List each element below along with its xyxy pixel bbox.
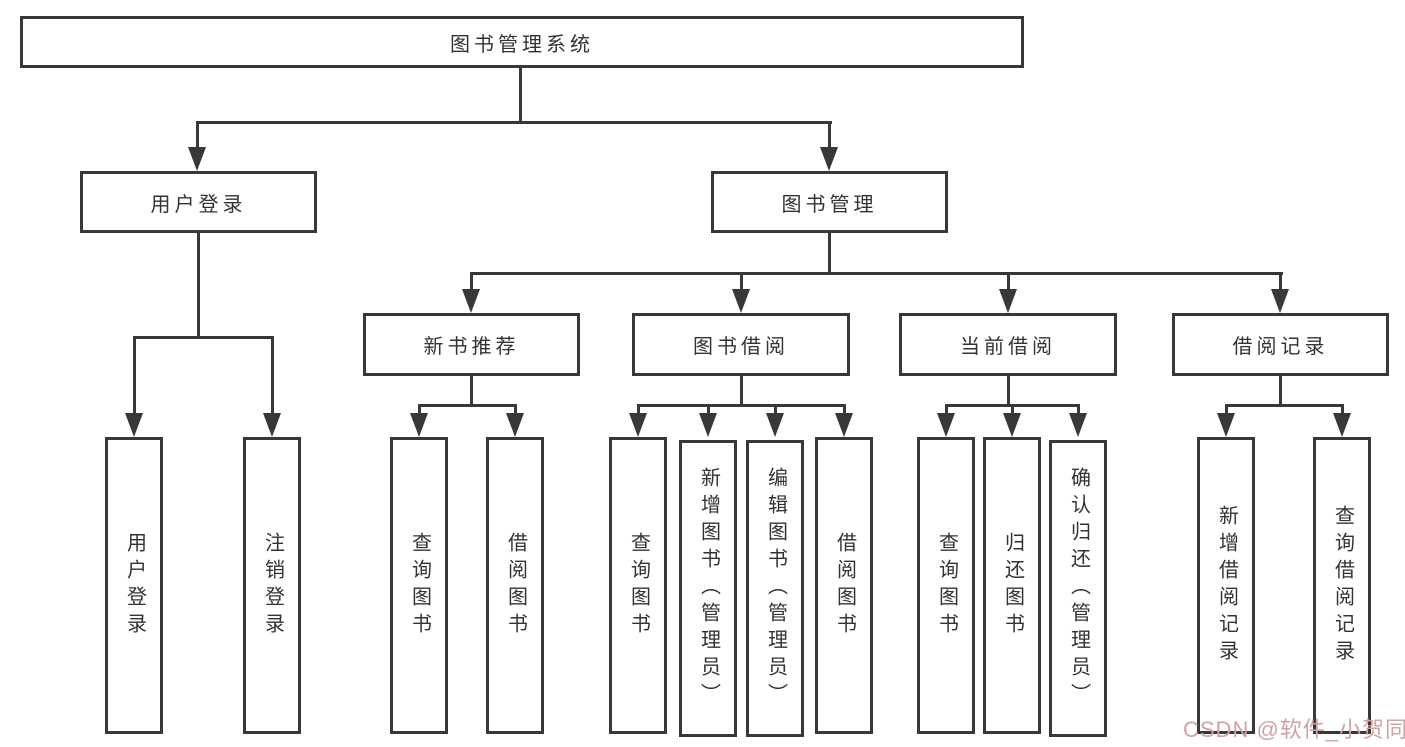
node-leaf-bb-borrow-books-label: 借阅图书	[833, 531, 856, 640]
node-leaf-br-query-record-label: 查询借阅记录	[1331, 504, 1354, 667]
connector-drop-borrow-records	[1279, 272, 1282, 292]
node-leaf-cb-confirm-return-admin-label: 确认归还（管理员）	[1067, 467, 1090, 710]
node-leaf-nbr-query-books-label: 查询图书	[408, 531, 431, 640]
node-leaf-bb-add-books-admin: 新增图书（管理员）	[679, 440, 737, 737]
arrowhead-leaf-br-add	[1217, 413, 1235, 437]
node-leaf-logout: 注销登录	[243, 437, 301, 734]
node-new-book-rec: 新书推荐	[363, 313, 580, 376]
node-leaf-cb-query-books: 查询图书	[917, 437, 975, 734]
arrowhead-leaf-bb-query	[629, 413, 647, 437]
connector-drop-current-borrow	[1007, 272, 1010, 292]
csdn-watermark: CSDN @软件_小贺同学	[1183, 717, 1405, 742]
connector-drop-leaf-bb-query	[637, 404, 640, 416]
arrowhead-book-borrow	[732, 289, 750, 313]
node-current-borrow-label: 当前借阅	[960, 336, 1056, 358]
arrowhead-current-borrow	[999, 289, 1017, 313]
node-book-mgmt: 图书管理	[711, 171, 948, 233]
connector-drop-new-book-rec	[470, 272, 473, 292]
node-leaf-cb-confirm-return-admin: 确认归还（管理员）	[1049, 440, 1107, 737]
node-leaf-bb-query-books: 查询图书	[609, 437, 667, 734]
connector-drop-leaf-cb-confirm	[1077, 404, 1080, 416]
node-leaf-user-login: 用户登录	[105, 437, 163, 734]
arrowhead-leaf-nbr-query	[410, 413, 428, 437]
connector-drop-leaf-nbr-query	[418, 404, 421, 416]
connector-drop-leaf-bb-add	[707, 404, 710, 416]
node-borrow-records-label: 借阅记录	[1232, 336, 1329, 358]
arrowhead-leaf-user-login	[125, 413, 143, 437]
connector-drop-leaf-br-add	[1225, 404, 1228, 416]
node-book-mgmt-label: 图书管理	[781, 193, 878, 216]
arrowhead-leaf-bb-edit	[766, 413, 784, 437]
connector-drop-leaf-logout	[271, 336, 274, 416]
arrowhead-leaf-cb-query	[937, 413, 955, 437]
node-new-book-rec-label: 新书推荐	[423, 336, 520, 358]
node-leaf-cb-return-books-label: 归还图书	[1001, 531, 1024, 640]
connector-book-borrow-stem	[740, 376, 743, 407]
connector-root-stem	[519, 68, 522, 123]
node-root-label: 图书管理系统	[450, 33, 594, 56]
node-leaf-bb-edit-books-admin: 编辑图书（管理员）	[746, 440, 804, 737]
arrowhead-new-book-rec	[462, 289, 480, 313]
connector-current-borrow-stem	[1007, 376, 1010, 407]
node-leaf-cb-return-books: 归还图书	[983, 437, 1041, 734]
arrowhead-user-login	[188, 147, 206, 171]
connector-drop-book-mgmt	[828, 121, 831, 151]
connector-drop-leaf-nbr-borrow	[514, 404, 517, 416]
arrowhead-borrow-records	[1271, 289, 1289, 313]
arrowhead-leaf-cb-return	[1003, 413, 1021, 437]
connector-book-mgmt-split	[470, 272, 1283, 275]
node-leaf-br-add-record: 新增借阅记录	[1197, 437, 1255, 734]
node-leaf-bb-query-books-label: 查询图书	[627, 531, 650, 640]
node-book-borrow: 图书借阅	[632, 313, 850, 376]
connector-drop-book-borrow	[740, 272, 743, 292]
connector-borrow-records-split	[1225, 404, 1344, 407]
node-leaf-logout-label: 注销登录	[261, 531, 284, 640]
connector-user-login-split	[133, 336, 274, 339]
connector-drop-leaf-cb-return	[1011, 404, 1014, 416]
node-leaf-bb-add-books-admin-label: 新增图书（管理员）	[697, 467, 720, 710]
node-leaf-user-login-label: 用户登录	[123, 531, 146, 640]
connector-drop-leaf-user-login	[133, 336, 136, 416]
node-leaf-nbr-query-books: 查询图书	[390, 437, 448, 734]
node-leaf-nbr-borrow-books: 借阅图书	[486, 437, 544, 734]
connector-drop-leaf-br-query	[1341, 404, 1344, 416]
connector-new-book-rec-stem	[470, 376, 473, 407]
node-current-borrow: 当前借阅	[899, 313, 1117, 376]
connector-book-borrow-split	[637, 404, 846, 407]
node-leaf-br-add-record-label: 新增借阅记录	[1215, 504, 1238, 667]
arrowhead-leaf-nbr-borrow	[506, 413, 524, 437]
node-user-login-label: 用户登录	[150, 193, 247, 216]
connector-user-login-stem	[197, 233, 200, 338]
node-book-borrow-label: 图书借阅	[693, 336, 789, 358]
arrowhead-leaf-logout	[263, 413, 281, 437]
arrowhead-leaf-cb-confirm	[1069, 413, 1087, 437]
connector-new-book-rec-split	[418, 404, 517, 407]
arrowhead-book-mgmt	[820, 147, 838, 171]
node-user-login: 用户登录	[80, 171, 317, 233]
node-leaf-cb-query-books-label: 查询图书	[935, 531, 958, 640]
connector-drop-leaf-cb-query	[945, 404, 948, 416]
node-leaf-nbr-borrow-books-label: 借阅图书	[504, 531, 527, 640]
arrowhead-leaf-br-query	[1333, 413, 1351, 437]
node-leaf-bb-borrow-books: 借阅图书	[815, 437, 873, 734]
node-leaf-bb-edit-books-admin-label: 编辑图书（管理员）	[764, 467, 787, 710]
connector-drop-leaf-bb-borrow	[843, 404, 846, 416]
node-leaf-br-query-record: 查询借阅记录	[1313, 437, 1371, 734]
connector-root-split	[196, 121, 832, 124]
connector-book-mgmt-stem	[828, 233, 831, 275]
connector-drop-user-login	[196, 121, 199, 151]
connector-borrow-records-stem	[1279, 376, 1282, 407]
node-borrow-records: 借阅记录	[1172, 313, 1389, 376]
arrowhead-leaf-bb-add	[699, 413, 717, 437]
connector-drop-leaf-bb-edit	[774, 404, 777, 416]
node-root: 图书管理系统	[20, 16, 1024, 68]
arrowhead-leaf-bb-borrow	[835, 413, 853, 437]
